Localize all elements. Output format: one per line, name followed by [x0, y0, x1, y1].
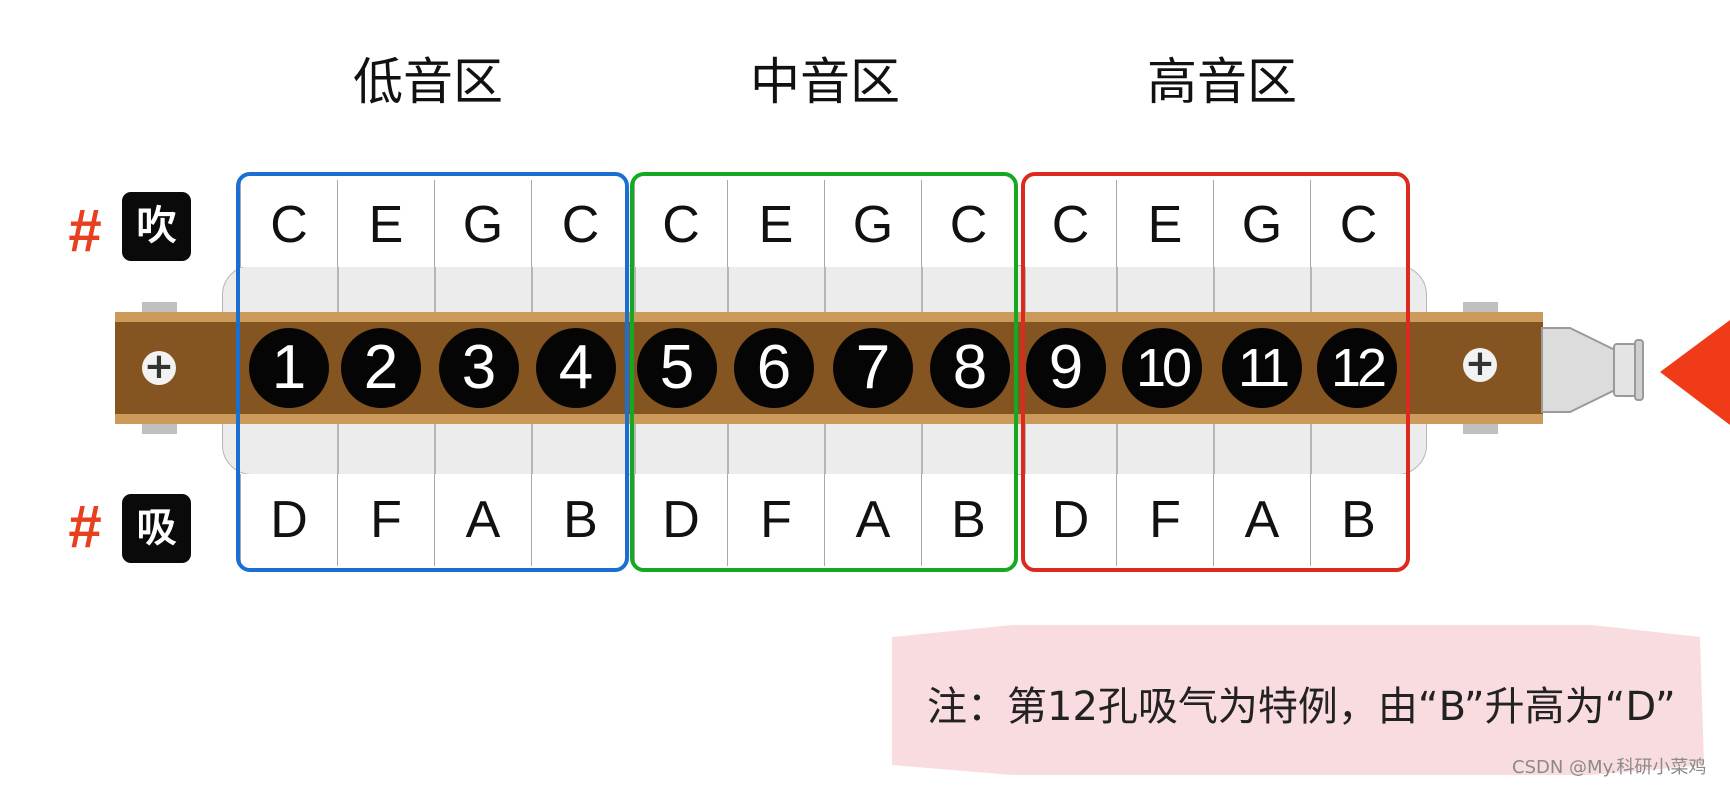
- region-title-high: 高音区: [1147, 53, 1297, 111]
- left-clip-bottom: [142, 424, 177, 434]
- draw-note-cell: F: [1116, 474, 1213, 566]
- draw-note-cell: B: [1310, 474, 1406, 566]
- draw-sharp-mark: #: [68, 493, 102, 560]
- blow-note-cell: G: [824, 180, 921, 267]
- high-region-box: [1021, 172, 1410, 572]
- blow-note-cell: E: [337, 180, 434, 267]
- plate-divider: [531, 267, 533, 312]
- blow-label: 吹: [122, 192, 191, 261]
- blow-note-cell: E: [1116, 180, 1213, 267]
- plate-divider: [921, 414, 923, 474]
- draw-note-cell: D: [634, 474, 727, 566]
- left-clip-top: [142, 302, 177, 312]
- blow-note-cell: C: [531, 180, 629, 267]
- note-text: 注：第12孔吸气为特例，由“B”升高为“D”: [927, 684, 1676, 730]
- right-clip-bottom: [1463, 424, 1498, 434]
- right-screw-icon: +: [1463, 343, 1497, 384]
- arrow-left-icon: [1660, 320, 1730, 425]
- plate-divider: [434, 414, 436, 474]
- blow-sharp-mark: #: [68, 197, 102, 264]
- left-screw-icon: +: [142, 346, 176, 387]
- blow-note-cell: C: [921, 180, 1015, 267]
- draw-label: 吸: [122, 494, 191, 563]
- region-title-mid: 中音区: [750, 53, 900, 111]
- plate-divider: [727, 267, 729, 312]
- note-box: [892, 625, 1704, 775]
- hole-number: 7: [833, 328, 913, 408]
- hole-number: 1: [249, 328, 329, 408]
- plate-divider: [634, 267, 636, 312]
- draw-note-cell: A: [434, 474, 531, 566]
- low-region-box: [236, 172, 629, 572]
- plate-divider: [434, 267, 436, 312]
- right-clip-top: [1463, 302, 1498, 312]
- draw-note-cell: A: [1213, 474, 1310, 566]
- draw-note-cell: F: [337, 474, 434, 566]
- blow-note-cell: C: [634, 180, 727, 267]
- side-tube-icon: [1541, 327, 1644, 413]
- plate-divider: [531, 414, 533, 474]
- plate-divider: [824, 414, 826, 474]
- plate-divider: [1213, 267, 1215, 312]
- plate-divider: [1116, 414, 1118, 474]
- hole-number: 4: [536, 328, 616, 408]
- plate-divider: [634, 414, 636, 474]
- hole-number: 3: [439, 328, 519, 408]
- blow-note-cell: C: [1024, 180, 1116, 267]
- watermark: CSDN @My.科研小菜鸡: [1512, 757, 1707, 778]
- hole-number: 12: [1317, 328, 1397, 408]
- draw-note-cell: B: [531, 474, 629, 566]
- draw-note-cell: F: [727, 474, 824, 566]
- hole-number: 2: [341, 328, 421, 408]
- plate-divider: [727, 414, 729, 474]
- hole-number: 10: [1122, 328, 1202, 408]
- plate-divider: [824, 267, 826, 312]
- draw-note-cell: D: [240, 474, 337, 566]
- region-title-low: 低音区: [353, 53, 503, 111]
- blow-note-cell: C: [240, 180, 337, 267]
- plate-divider: [1310, 267, 1312, 312]
- hole-number: 6: [734, 328, 814, 408]
- draw-note-cell: B: [921, 474, 1015, 566]
- blow-note-cell: G: [1213, 180, 1310, 267]
- plate-divider: [337, 267, 339, 312]
- hole-number: 9: [1026, 328, 1106, 408]
- hole-number: 5: [637, 328, 717, 408]
- blow-note-cell: G: [434, 180, 531, 267]
- draw-note-cell: D: [1024, 474, 1116, 566]
- blow-note-cell: E: [727, 180, 824, 267]
- plate-divider: [1310, 414, 1312, 474]
- plate-divider: [337, 414, 339, 474]
- hole-number: 8: [930, 328, 1010, 408]
- plate-divider: [1213, 414, 1215, 474]
- blow-note-cell: C: [1310, 180, 1406, 267]
- mid-region-box: [630, 172, 1018, 572]
- hole-number: 11: [1222, 328, 1302, 408]
- draw-note-cell: A: [824, 474, 921, 566]
- plate-divider: [921, 267, 923, 312]
- plate-divider: [1116, 267, 1118, 312]
